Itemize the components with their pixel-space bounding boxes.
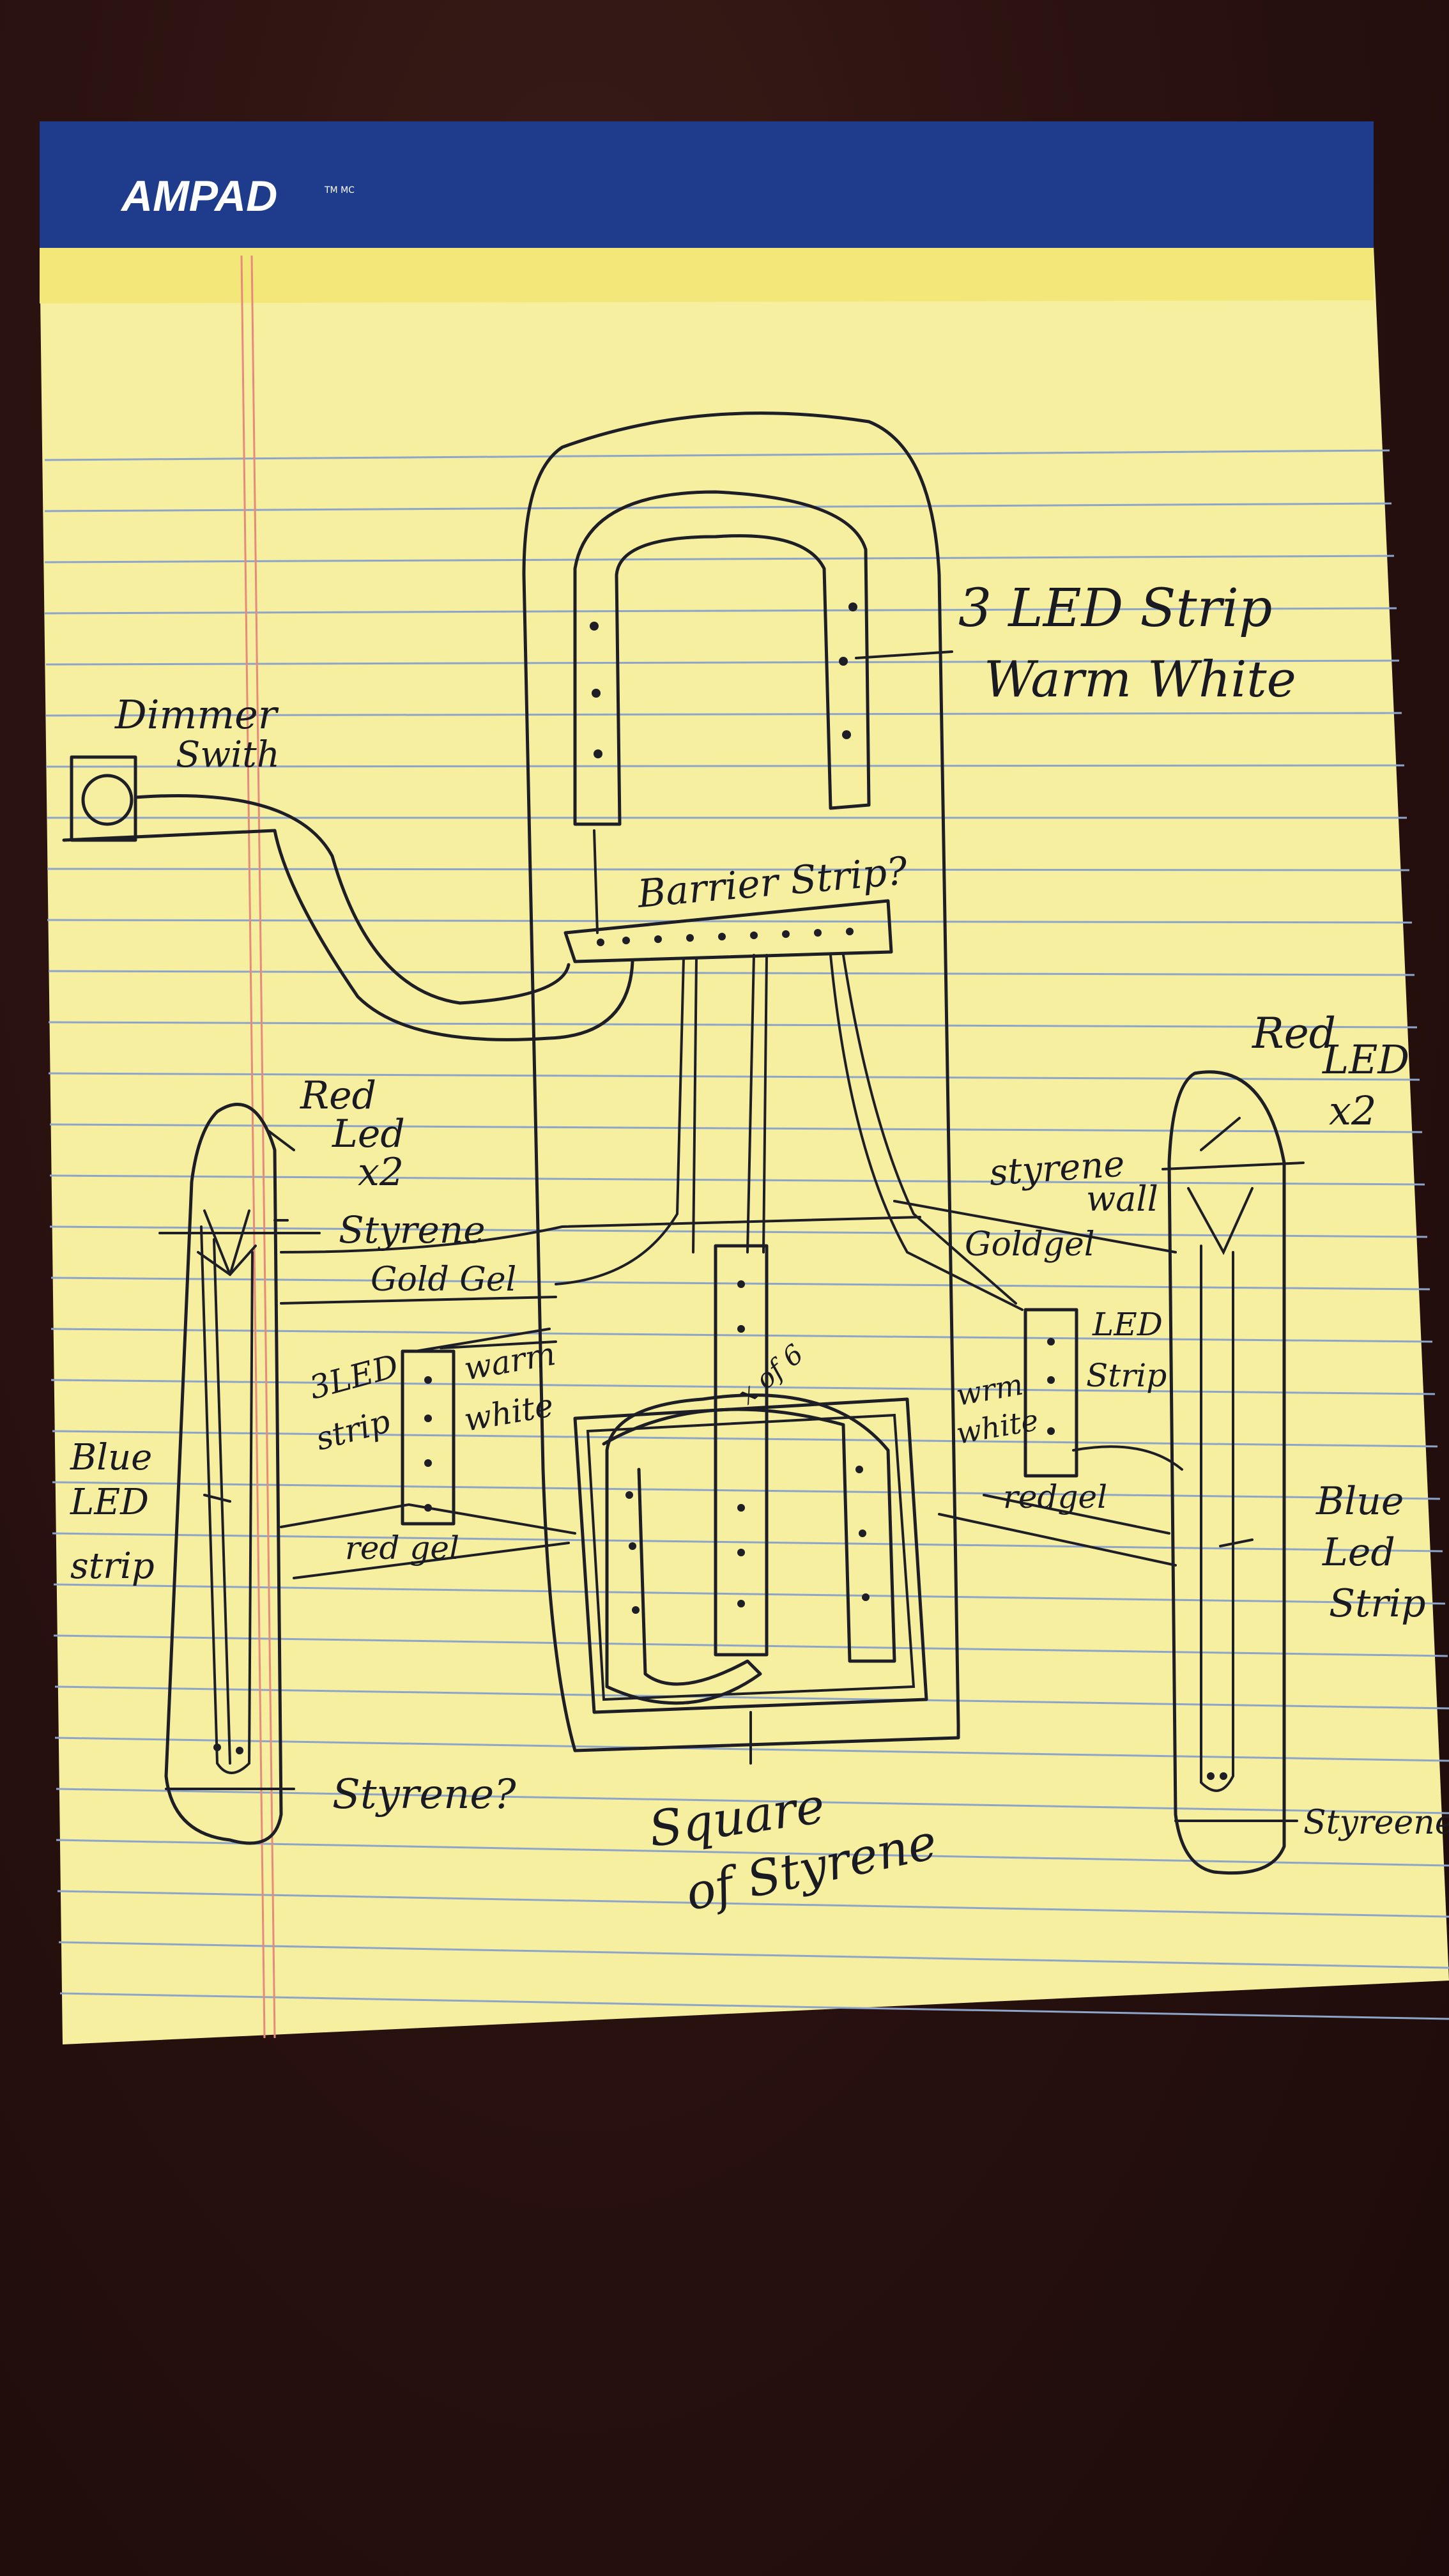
left-3led-strip [401,1349,456,1526]
margin-line [240,255,266,2039]
label-3led-strip: 3 LED Strip [958,578,1272,639]
top-led-strip [573,490,871,826]
label-strip-left: strip [70,1545,155,1587]
label-x2-left: x2 [358,1150,404,1195]
legal-pad: AMPAD TM MC [40,121,1449,2044]
right-styrene-tube [1167,1070,1286,1875]
label-warm-white: Warm White [984,651,1296,709]
label-blue-left: Blue [70,1437,152,1478]
pad-header [40,121,1374,252]
label-red-gel-right: redgel [1003,1478,1107,1515]
label-x2-right: x2 [1329,1087,1376,1134]
label-styrene-left-bottom: Styrene? [332,1771,516,1818]
label-blue-right: Blue [1315,1479,1404,1524]
label-switch: Swith [176,734,280,776]
barrier-strip [564,899,893,963]
labels: 3 LED Strip Warm White Dimmer Swith Barr… [70,578,1449,1922]
label-red-gel-left: red gel [345,1529,459,1567]
label-led-left: Led [332,1112,405,1156]
label-styrene-wall: styrene [988,1143,1126,1194]
enclosure-outline [522,411,960,1752]
label-gold-gel-right: Goldgel [965,1225,1094,1264]
ruled-lines [44,449,1449,2020]
label-dimmer: Dimmer [114,691,279,738]
label-strip-right: Strip [1086,1357,1167,1394]
label-led-right: LED [1322,1036,1409,1083]
label-strip-right-blue: Strip [1329,1581,1426,1626]
brand-logo: AMPAD [120,172,277,220]
left-styrene-tube [164,1103,283,1845]
square-of-styrene [573,1397,928,1714]
center-led-strip [714,1244,769,1657]
label-led-right-blue: Led [1322,1530,1395,1575]
svg-text:TM MC: TM MC [324,185,355,195]
label-wall: wall [1086,1179,1158,1219]
label-led-strip-left: LED [70,1482,149,1523]
label-red-right: Red [1252,1009,1336,1058]
label-led-right-strip: LED [1092,1306,1163,1343]
label-gold-gel-left: Gold Gel [371,1261,516,1299]
inner-u-led-strip [602,1393,896,1705]
label-styrene-left: Styrene [339,1208,486,1252]
label-red-left: Red [300,1073,376,1118]
right-led-strip [1023,1308,1078,1478]
dimmer-knob-icon [81,774,134,826]
label-styrene-right-bottom: Styreene? [1303,1804,1449,1842]
wiring-diagram [62,411,1305,1875]
